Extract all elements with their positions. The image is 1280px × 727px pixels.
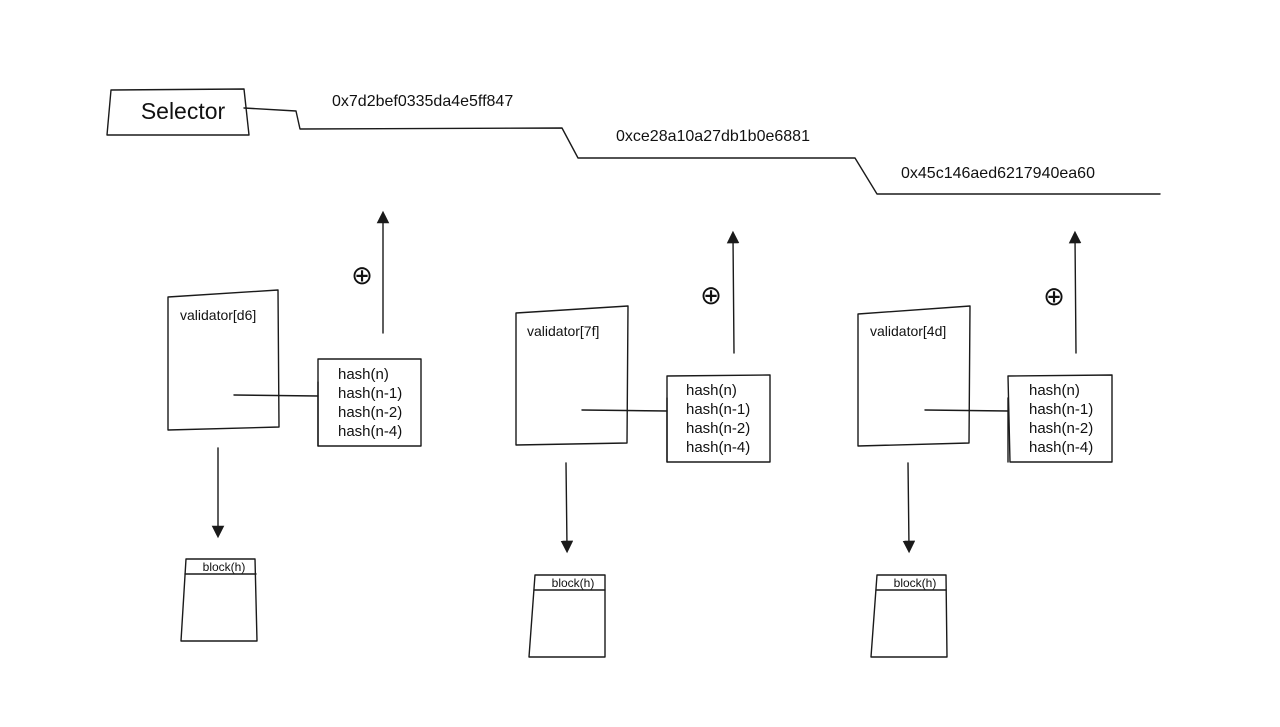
up-arrow xyxy=(1068,230,1082,354)
hash-item: hash(n-4) xyxy=(338,423,402,440)
down-arrow xyxy=(560,462,574,554)
block-label: block(h) xyxy=(894,576,937,590)
validator-box xyxy=(167,289,280,431)
validator-group-7f: validator[7f] hash(n) hash(n-1) hash(n-2… xyxy=(515,230,771,658)
hash-item: hash(n-4) xyxy=(1029,439,1093,456)
hash-label-2: 0xce28a10a27db1b0e6881 xyxy=(616,128,810,145)
hash-item: hash(n-1) xyxy=(338,385,402,402)
validator-box xyxy=(515,305,629,446)
hash-label-1: 0x7d2bef0335da4e5ff847 xyxy=(332,93,513,110)
hash-item: hash(n) xyxy=(686,382,737,399)
hash-item: hash(n) xyxy=(1029,382,1080,399)
xor-symbol: ⊕ xyxy=(1043,282,1065,312)
down-arrow xyxy=(902,462,916,554)
selector-box xyxy=(106,88,250,136)
validator-label: validator[4d] xyxy=(870,323,946,339)
block-box xyxy=(180,558,258,642)
validator-label: validator[7f] xyxy=(527,323,599,339)
hash-item: hash(n-2) xyxy=(338,404,402,421)
validator-label: validator[d6] xyxy=(180,307,256,323)
xor-symbol: ⊕ xyxy=(700,281,722,311)
xor-symbol: ⊕ xyxy=(351,261,373,291)
hash-list-box xyxy=(1007,374,1113,463)
hash-label-3: 0x45c146aed6217940ea60 xyxy=(901,165,1095,182)
hash-item: hash(n-4) xyxy=(686,439,750,456)
validator-group-d6: validator[d6] hash(n) hash(n-1) hash(n-2… xyxy=(167,210,422,642)
hash-item: hash(n) xyxy=(338,366,389,383)
hash-item: hash(n-2) xyxy=(1029,420,1093,437)
block-label: block(h) xyxy=(552,576,595,590)
hash-item: hash(n-1) xyxy=(686,401,750,418)
selector-label: Selector xyxy=(141,98,226,124)
block-box xyxy=(528,574,606,658)
validator-group-4d: validator[4d] hash(n) hash(n-1) hash(n-2… xyxy=(857,230,1113,658)
validator-to-hash-line xyxy=(924,409,1009,412)
hash-item: hash(n-2) xyxy=(686,420,750,437)
selector-node: Selector xyxy=(106,88,250,136)
up-arrow xyxy=(726,230,740,354)
validator-box xyxy=(857,305,971,447)
block-box xyxy=(870,574,948,658)
validator-to-hash-line xyxy=(233,394,319,397)
hash-item: hash(n-1) xyxy=(1029,401,1093,418)
validator-to-hash-line xyxy=(581,409,668,412)
block-label: block(h) xyxy=(203,560,246,574)
selector-step-line xyxy=(243,107,1161,195)
